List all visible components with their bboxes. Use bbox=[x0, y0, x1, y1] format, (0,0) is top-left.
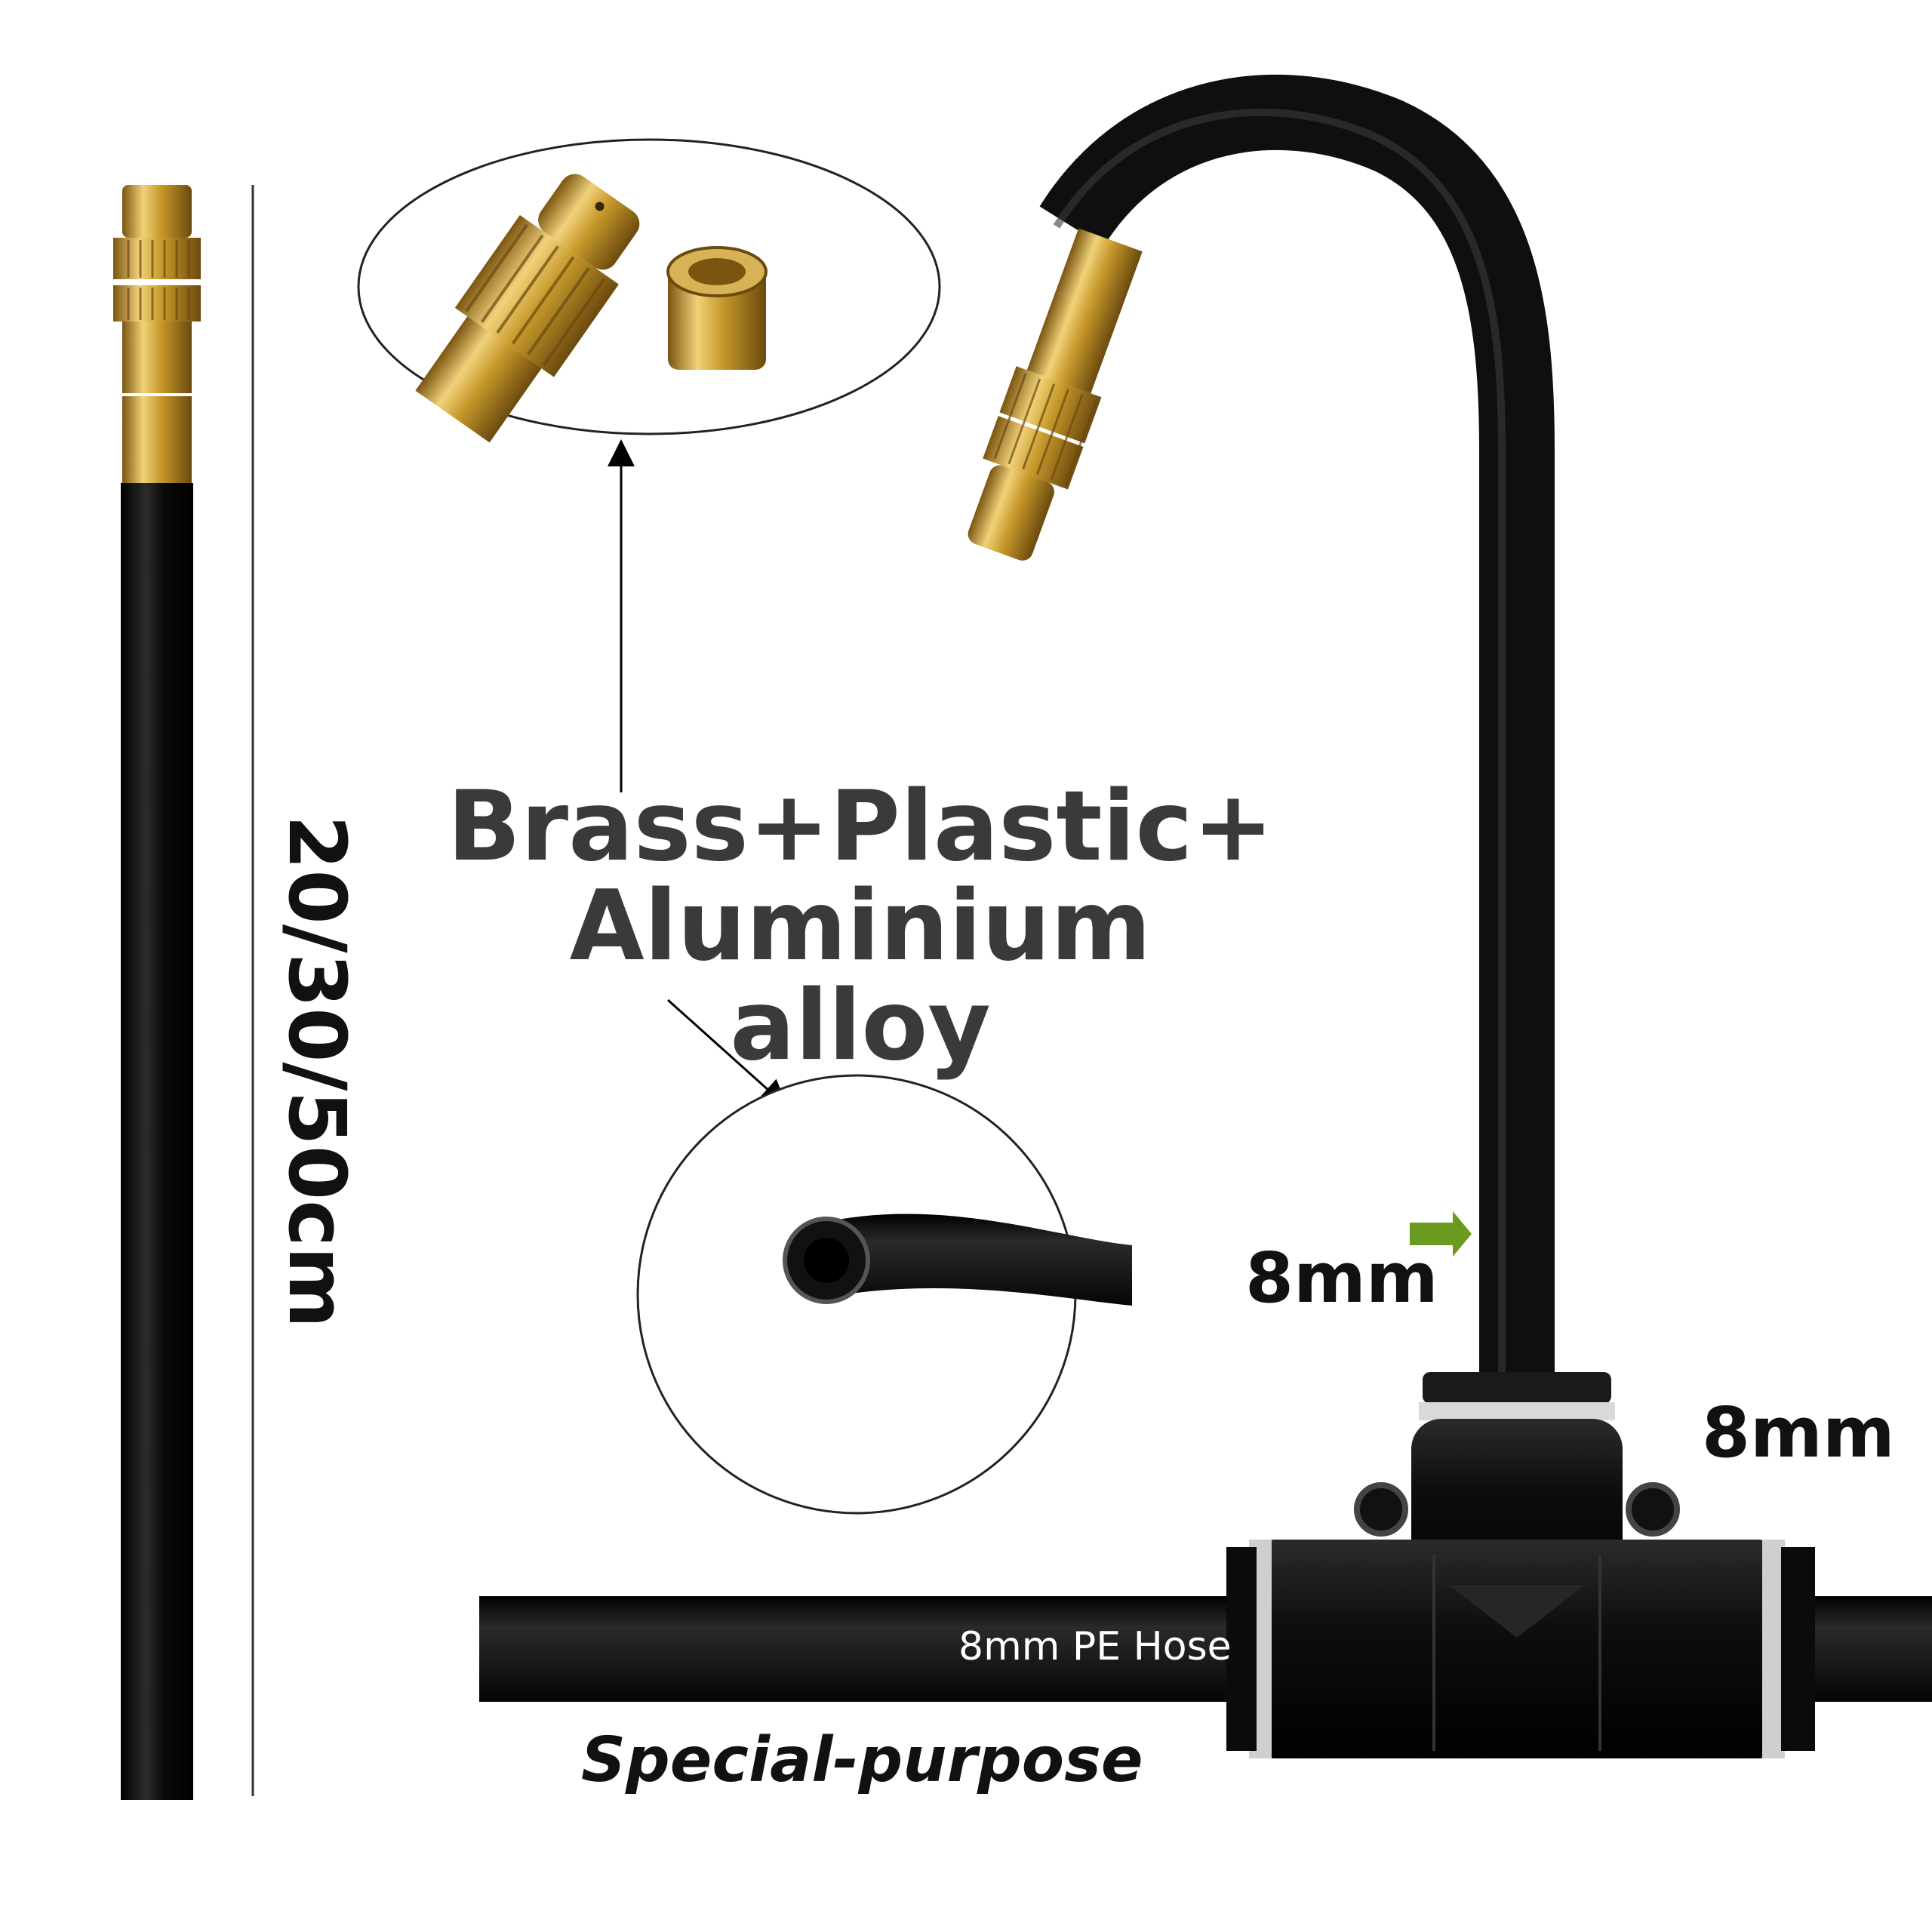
headline-line-1: Brass+Plastic+ bbox=[447, 771, 1274, 883]
straight-hose bbox=[121, 483, 193, 1800]
arrow-to-hose bbox=[666, 998, 788, 1108]
material-headline: Brass+Plastic+ Aluminium alloy bbox=[423, 777, 1298, 1076]
straight-hose-with-nozzle bbox=[113, 185, 201, 1800]
brass-nozzle-left bbox=[113, 185, 201, 483]
tee-fitting bbox=[1226, 1372, 1815, 1758]
bent-hose bbox=[1039, 74, 1555, 1381]
brass-cap-detail bbox=[666, 246, 768, 370]
purpose-label: Special-purpose bbox=[581, 1724, 1143, 1796]
brass-nozzle-bent bbox=[968, 228, 1143, 561]
bent-hose-assembly bbox=[968, 74, 1555, 1381]
size-arrow-icon bbox=[1410, 1211, 1472, 1257]
length-label: 20/30/50cm bbox=[271, 815, 363, 1329]
detail-circle bbox=[636, 1074, 1077, 1515]
headline-line-2: Aluminium alloy bbox=[569, 870, 1152, 1082]
size-label-vertical: 8mm bbox=[1245, 1238, 1438, 1318]
hose-label: 8mm PE Hose bbox=[958, 1624, 1232, 1669]
nozzle-body-detail bbox=[415, 174, 640, 443]
nozzle-detail-callout bbox=[357, 138, 941, 443]
hose-detail-callout bbox=[636, 1074, 1132, 1515]
size-label-horizontal: 8mm bbox=[1702, 1392, 1895, 1473]
